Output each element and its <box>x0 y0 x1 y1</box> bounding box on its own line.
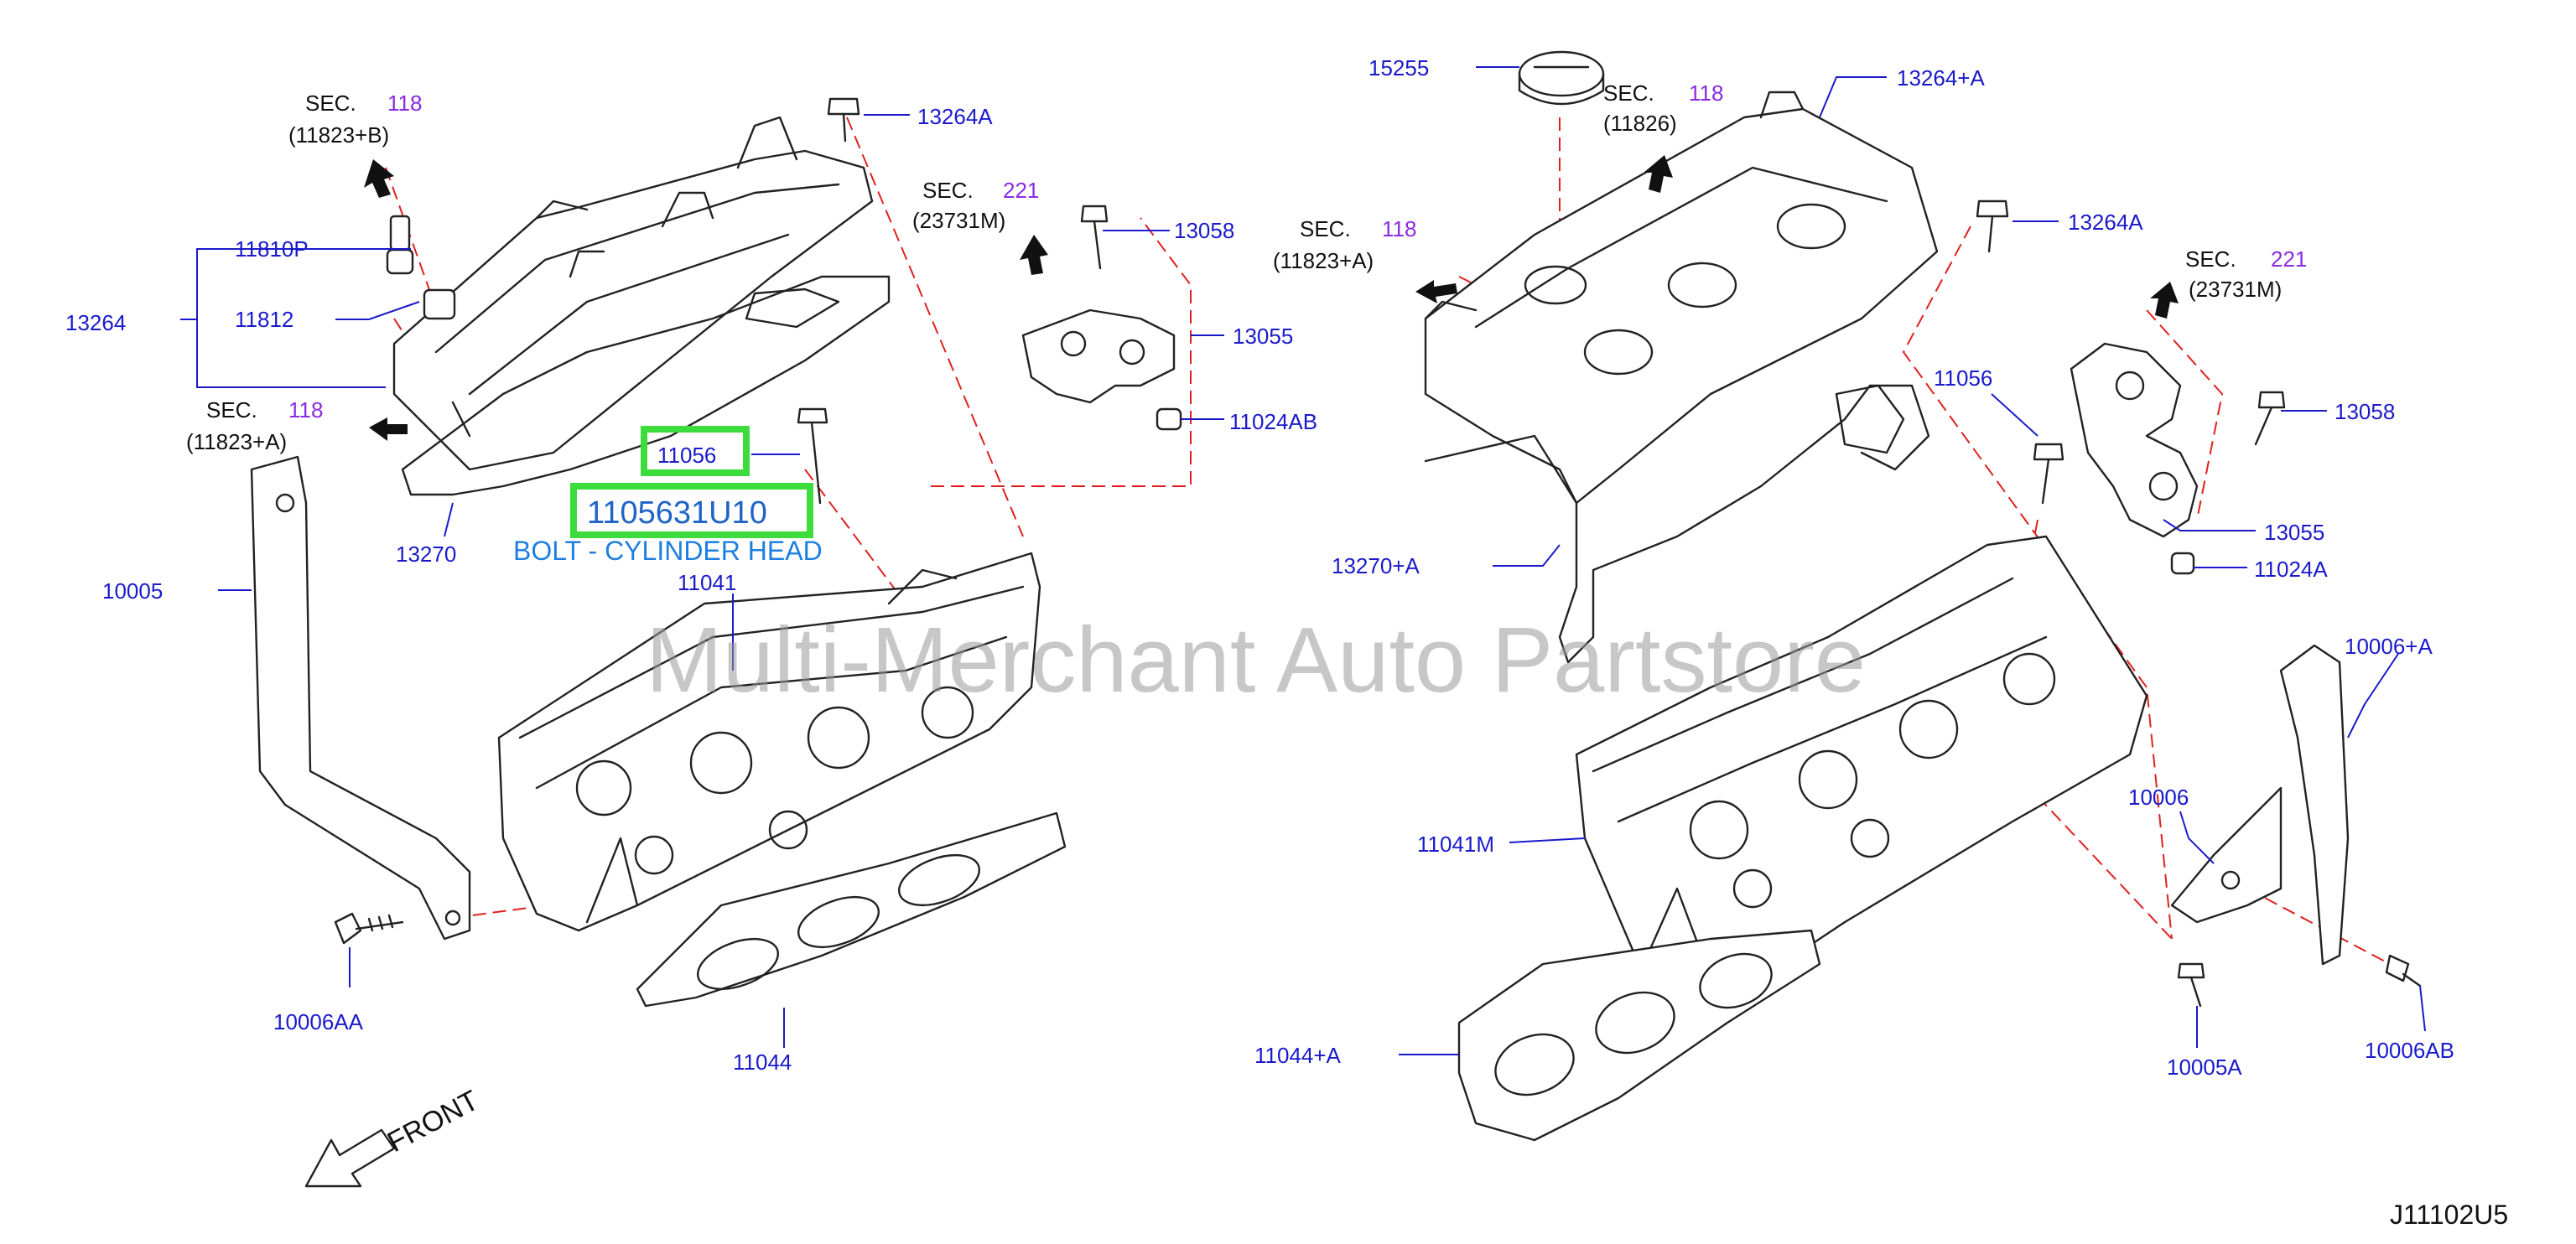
highlight-description: BOLT - CYLINDER HEAD <box>513 536 823 566</box>
sec-word: SEC. <box>305 91 356 116</box>
callout-11810P[interactable]: 11810P <box>235 236 309 262</box>
sec-ref-right-mid[interactable]: SEC. 118 (11823+A) <box>1273 216 1416 273</box>
rocker-cover-gasket-left <box>401 275 891 496</box>
callouts: 13264A 11810P 13264 11812 13058 13055 11… <box>65 55 2454 1080</box>
callout-11044[interactable]: 11044 <box>733 1050 792 1075</box>
sec-ref: (23731M) <box>912 208 1005 233</box>
callout-11024AB[interactable]: 11024AB <box>1229 409 1317 434</box>
callout-11044pA[interactable]: 11044+A <box>1254 1043 1342 1068</box>
sec-ref-right-11826[interactable]: SEC. 118 (11826) <box>1603 80 1723 136</box>
callout-13264A-left[interactable]: 13264A <box>917 104 993 129</box>
callout-11041M[interactable]: 11041M <box>1417 832 1494 857</box>
sec-arrows <box>364 155 2179 441</box>
sec-ref-left-221[interactable]: SEC. 221 (23731M) <box>912 178 1039 233</box>
bolt-11056-left <box>797 407 828 505</box>
oil-control-valve-left <box>1021 308 1176 404</box>
bracket-10005 <box>250 455 471 941</box>
sec-word: SEC. <box>1300 216 1351 241</box>
highlight-partnumber-box <box>570 483 813 538</box>
callout-13270[interactable]: 13270 <box>396 542 456 567</box>
bolt-10006AB <box>2385 954 2422 987</box>
front-label: FRONT <box>382 1085 484 1159</box>
sec-ref: (11826) <box>1603 111 1677 136</box>
callout-10006pA[interactable]: 10006+A <box>2345 634 2433 659</box>
callout-13055-left[interactable]: 13055 <box>1233 324 1293 349</box>
callout-15255[interactable]: 15255 <box>1368 55 1429 80</box>
cylinder-head-gasket-right <box>1457 929 1821 1142</box>
oil-control-valve-right <box>2070 342 2199 538</box>
sec-num: 221 <box>1003 178 1039 203</box>
callout-13264A-right[interactable]: 13264A <box>2068 210 2143 235</box>
callout-10006AB[interactable]: 10006AB <box>2365 1038 2454 1063</box>
sec-word: SEC. <box>206 397 257 422</box>
rocker-cover-right <box>1424 91 1939 505</box>
seal-11024AB <box>1156 407 1182 431</box>
callout-11056-right[interactable]: 11056 <box>1934 365 1992 391</box>
sec-num: 118 <box>387 91 422 116</box>
bracket-10006pA <box>2279 644 2350 966</box>
front-arrow <box>304 1128 396 1188</box>
callout-10006AA[interactable]: 10006AA <box>273 1009 364 1034</box>
sec-word: SEC. <box>2185 246 2236 272</box>
callout-13055-right[interactable]: 13055 <box>2264 520 2324 545</box>
callout-11812[interactable]: 11812 <box>235 307 293 332</box>
sec-ref-right-221[interactable]: SEC. 221 (23731M) <box>2185 246 2307 302</box>
highlighted-part[interactable]: 11056 1105631U10 BOLT - CYLINDER HEAD <box>513 426 823 566</box>
cylinder-head-left <box>497 552 1041 932</box>
sec-ref: (11823+A) <box>186 429 287 454</box>
callout-10006[interactable]: 10006 <box>2128 785 2189 810</box>
sec-word: SEC. <box>1603 80 1654 106</box>
pcv-valve-left <box>386 215 456 320</box>
sec-num: 221 <box>2271 246 2307 272</box>
callout-13264pA[interactable]: 13264+A <box>1897 65 1985 91</box>
sec-num: 118 <box>288 397 323 422</box>
bolt-13264A-left <box>827 97 860 143</box>
cylinder-head-right <box>1575 535 2148 1008</box>
bolt-13264A-right <box>1976 200 2009 253</box>
sec-ref: (11823+A) <box>1273 248 1374 273</box>
sec-ref: (23731M) <box>2189 277 2282 302</box>
callout-11024A[interactable]: 11024A <box>2254 557 2328 582</box>
highlight-callout-11056[interactable]: 11056 <box>657 443 716 468</box>
callout-11041[interactable]: 11041 <box>678 570 736 595</box>
bracket-10006 <box>2170 786 2283 924</box>
highlight-callout-box <box>641 426 750 476</box>
diagram-code: J11102U5 <box>2390 1200 2508 1230</box>
oil-filler-cap <box>1518 50 1605 106</box>
sec-ref: (11823+B) <box>288 122 389 148</box>
bolt-10006AA <box>334 912 404 945</box>
bolt-13058-right <box>2254 391 2286 446</box>
sec-ref-left-top[interactable]: SEC. 118 (11823+B) <box>288 91 422 148</box>
callout-13058-right[interactable]: 13058 <box>2334 399 2395 424</box>
seal-11024A <box>2170 552 2195 575</box>
callout-10005[interactable]: 10005 <box>102 578 163 604</box>
sec-num: 118 <box>1689 80 1723 106</box>
sec-word: SEC. <box>922 178 974 203</box>
callout-10005A[interactable]: 10005A <box>2167 1055 2242 1080</box>
sec-ref-left-mid[interactable]: SEC. 118 (11823+A) <box>186 397 323 454</box>
callout-13270pA[interactable]: 13270+A <box>1332 553 1420 578</box>
bolt-10005A <box>2177 962 2205 1008</box>
watermark: Multi-Merchant Auto Partstore <box>646 609 1866 712</box>
bolt-11056-right <box>2033 443 2064 505</box>
leader-lines <box>180 66 2426 1055</box>
bolt-13058-left <box>1080 205 1109 270</box>
rocker-cover-gasket-right <box>1424 384 1930 664</box>
highlight-part-number[interactable]: 1105631U10 <box>587 495 767 531</box>
cylinder-head-gasket-left <box>636 811 1067 1008</box>
sec-num: 118 <box>1382 216 1416 241</box>
callout-13058-left[interactable]: 13058 <box>1174 218 1234 243</box>
callout-13264[interactable]: 13264 <box>65 310 126 335</box>
